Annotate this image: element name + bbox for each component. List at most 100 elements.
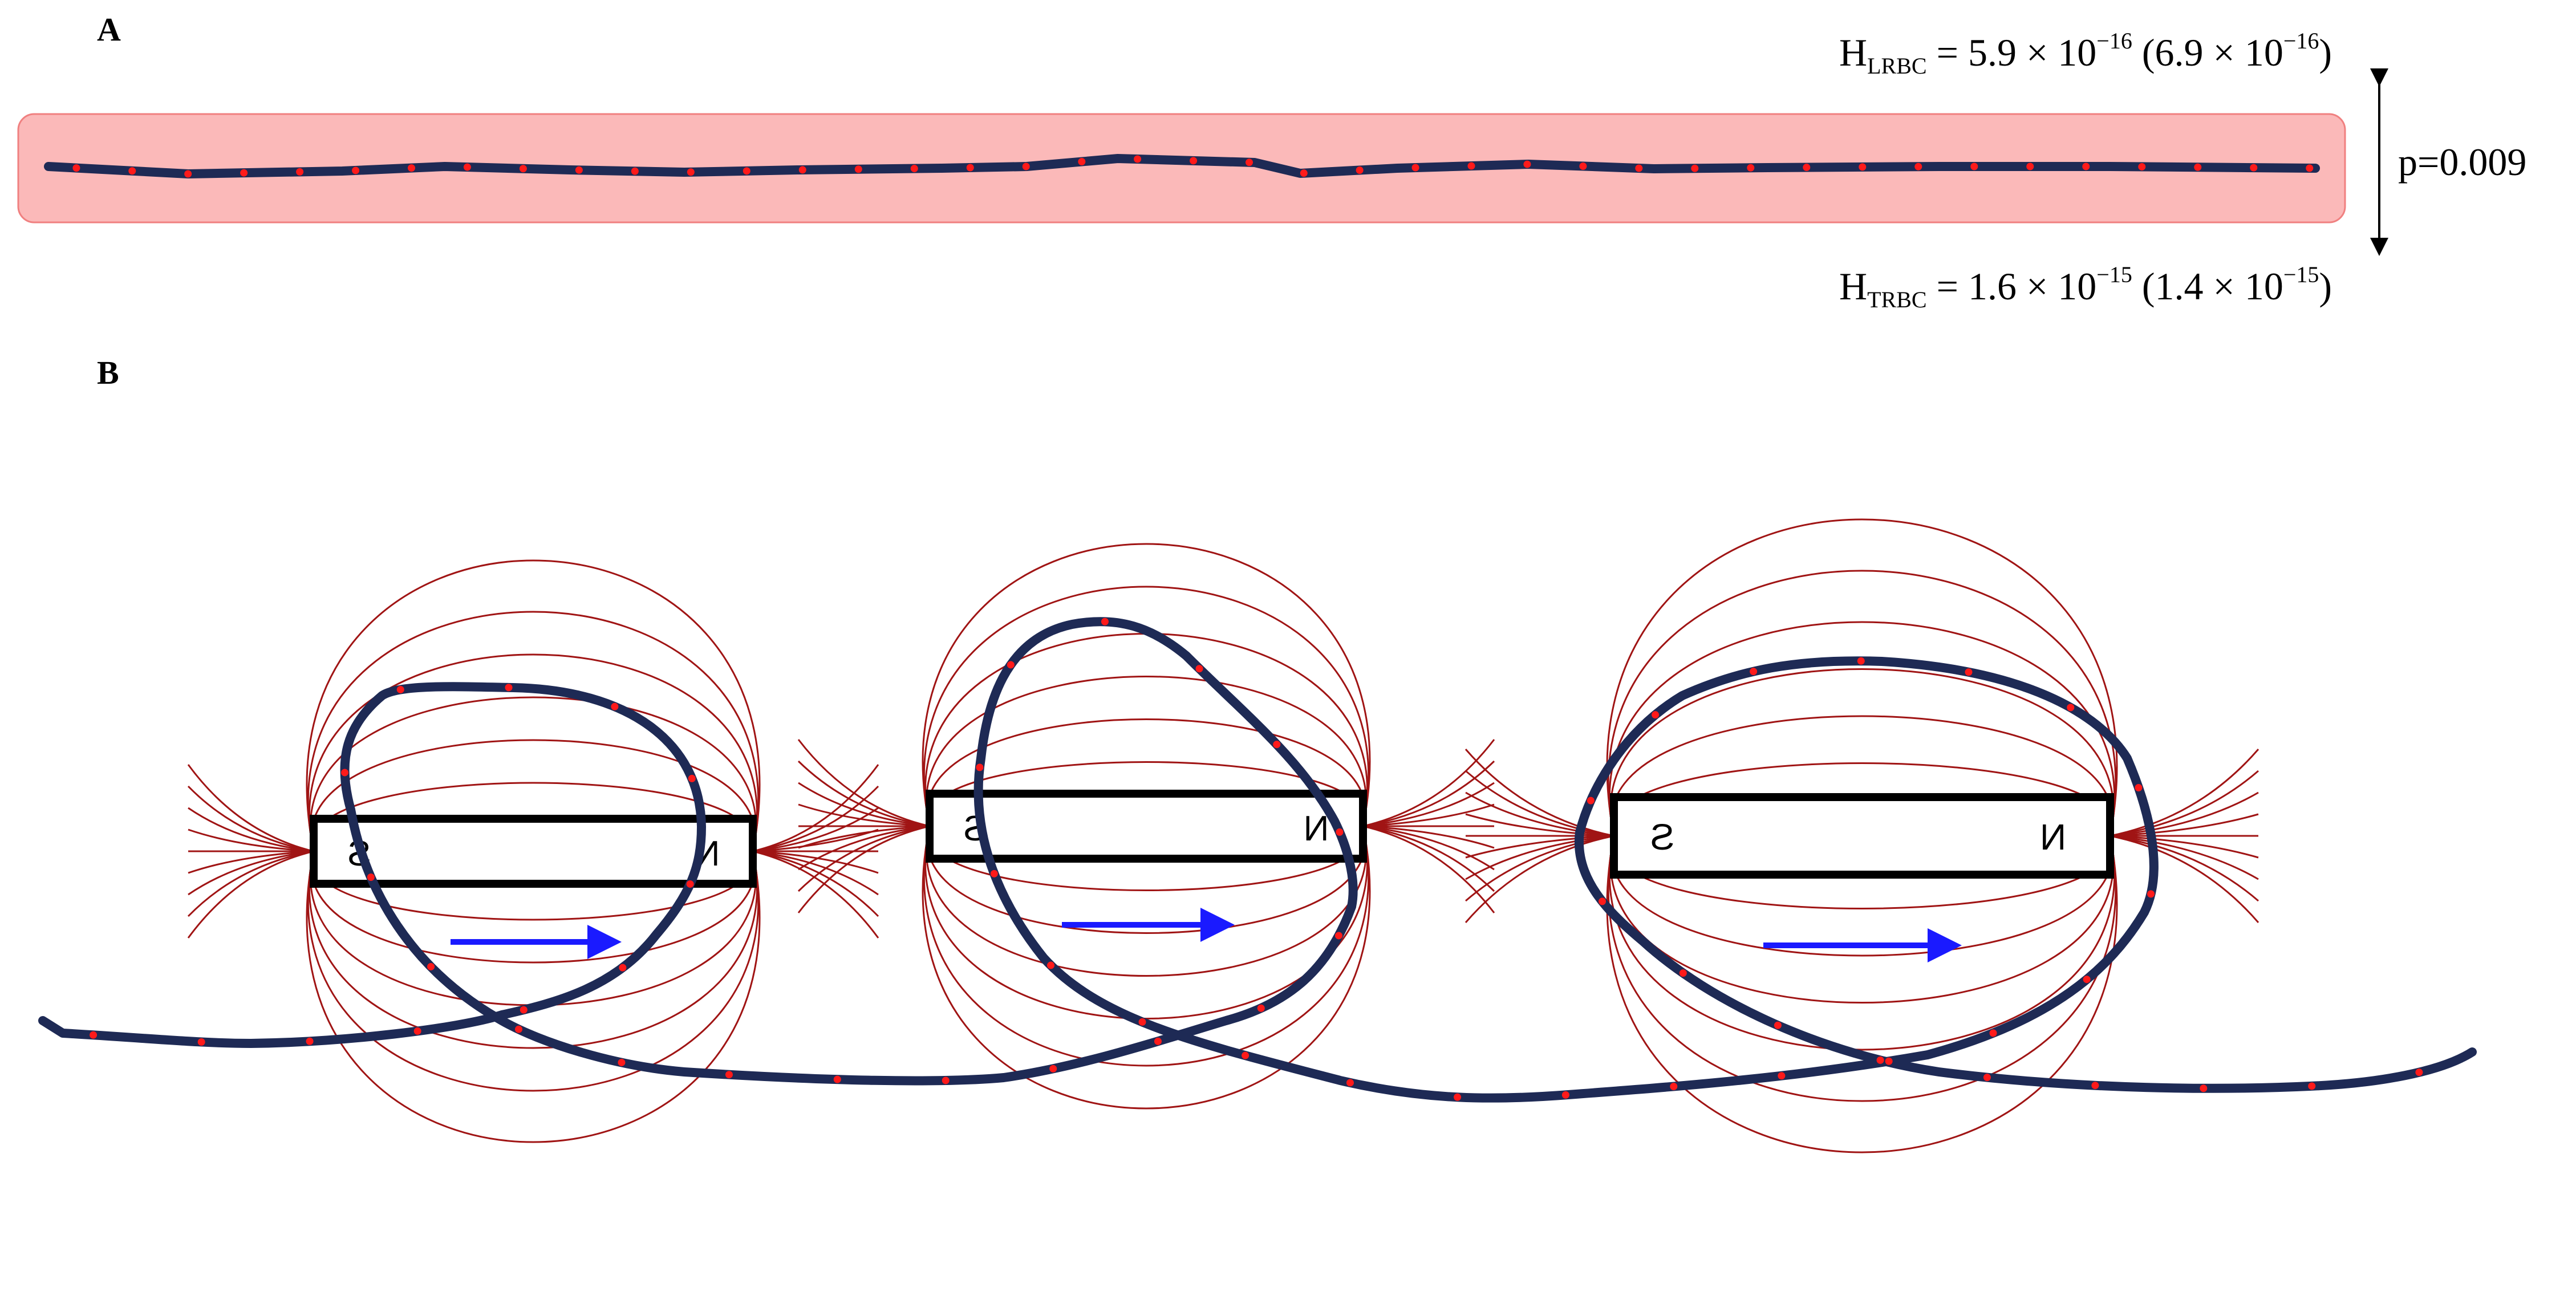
field-line	[1608, 835, 2116, 1051]
strand-dot	[519, 165, 527, 173]
strand-dot	[1134, 155, 1142, 163]
field-line	[922, 543, 1371, 827]
strand-dot	[1989, 1029, 1997, 1037]
field-line	[1465, 835, 1614, 880]
strand-dot	[306, 1037, 314, 1045]
magnet-pole-n: N	[2040, 816, 2066, 858]
field-line	[1607, 570, 2117, 836]
strand-dot	[990, 870, 998, 877]
field-line	[1465, 835, 1614, 902]
field-line	[2110, 749, 2259, 837]
strand-dot	[2138, 162, 2146, 170]
strand-dot	[505, 684, 513, 692]
strand-dot	[1983, 1074, 1991, 1082]
strand-dot	[1857, 657, 1865, 665]
field-line	[1606, 518, 2118, 836]
field-line	[752, 850, 879, 896]
magnet-pole-n: N	[1304, 809, 1329, 848]
field-line	[1362, 825, 1495, 871]
strand-dot	[1101, 617, 1109, 625]
field-line	[188, 828, 314, 852]
strand-dot	[688, 774, 696, 782]
strand-dot	[1049, 1065, 1057, 1072]
strand-dot	[1599, 897, 1607, 905]
field-line	[311, 739, 756, 852]
field-line	[752, 850, 879, 874]
strand-dot	[1876, 1056, 1884, 1064]
strand-dot	[184, 170, 192, 178]
field-line	[798, 782, 930, 827]
field-line	[2110, 835, 2259, 880]
strand-dot	[1679, 969, 1687, 977]
strand-dot	[1885, 1057, 1893, 1065]
strand-dot	[90, 1031, 98, 1039]
strand-dot	[942, 1076, 950, 1084]
field-line	[1609, 668, 2115, 836]
strand-dot	[1007, 661, 1015, 669]
magnet-bar	[310, 815, 757, 888]
field-line	[187, 764, 314, 852]
magnetic-field-lines	[187, 518, 2259, 1153]
magnet-pole-s: S	[1650, 816, 1675, 858]
field-line	[924, 826, 1368, 1019]
p-value-label: p=0.009	[2398, 140, 2527, 184]
strand-dot	[1859, 163, 1867, 171]
strand-dot	[341, 769, 349, 777]
looped-strand	[38, 617, 2477, 1103]
linear-strand	[44, 154, 2320, 178]
strand-dots-a	[72, 155, 2314, 178]
field-line	[798, 825, 930, 849]
strand-dot	[1246, 159, 1253, 166]
strand-dot	[2415, 1069, 2423, 1076]
field-line	[309, 653, 758, 852]
h-lrbc-formula: HLRBC = 5.9 × 10−16 (6.9 × 10−16)	[1839, 28, 2332, 79]
strand-dot	[1356, 166, 1364, 174]
strand-dot	[240, 169, 248, 177]
panel-a-label: A	[97, 11, 121, 48]
field-line	[923, 586, 1369, 827]
field-line	[187, 850, 314, 939]
strand-dot	[1652, 711, 1660, 719]
strand-dot	[910, 165, 918, 173]
strand-dot	[2091, 1082, 2099, 1090]
field-line	[752, 850, 879, 939]
strand-dot	[833, 1075, 841, 1083]
strand-dot	[2135, 783, 2143, 791]
strand-dot	[1778, 1072, 1786, 1080]
strand-dot	[407, 164, 415, 172]
strand-dot	[1047, 961, 1055, 969]
field-line	[1362, 782, 1495, 827]
strand-dot	[1257, 1004, 1265, 1012]
strand-dot	[1346, 1079, 1354, 1087]
strand-dot	[575, 166, 583, 174]
field-line	[797, 760, 930, 827]
strand-dot	[2306, 164, 2314, 172]
strand-dot	[296, 168, 304, 176]
field-line	[922, 826, 1371, 1110]
field-line	[306, 559, 761, 852]
field-line	[1610, 715, 2113, 836]
strand-dot	[1154, 1037, 1162, 1045]
strand-dot	[197, 1038, 205, 1046]
strand-dot	[2026, 162, 2034, 170]
strand-dot	[2067, 704, 2075, 712]
field-line	[2110, 835, 2259, 923]
strand-dot	[854, 165, 862, 173]
field-line	[1362, 825, 1495, 913]
field-line	[1610, 835, 2113, 957]
strand-dot	[1747, 164, 1755, 172]
strand-dot	[619, 964, 627, 972]
field-line	[1465, 749, 1614, 837]
strand-dot	[520, 1006, 528, 1014]
field-line	[1465, 770, 1614, 837]
field-line	[926, 676, 1367, 827]
strand-dot	[72, 164, 80, 172]
strand-dot	[2147, 890, 2155, 898]
strand-dot	[2194, 163, 2202, 171]
strand-dot	[1336, 828, 1344, 836]
strand-dot	[1587, 797, 1595, 805]
field-line	[798, 825, 930, 871]
field-line	[1465, 835, 1614, 859]
strand-dot	[1970, 162, 1978, 170]
